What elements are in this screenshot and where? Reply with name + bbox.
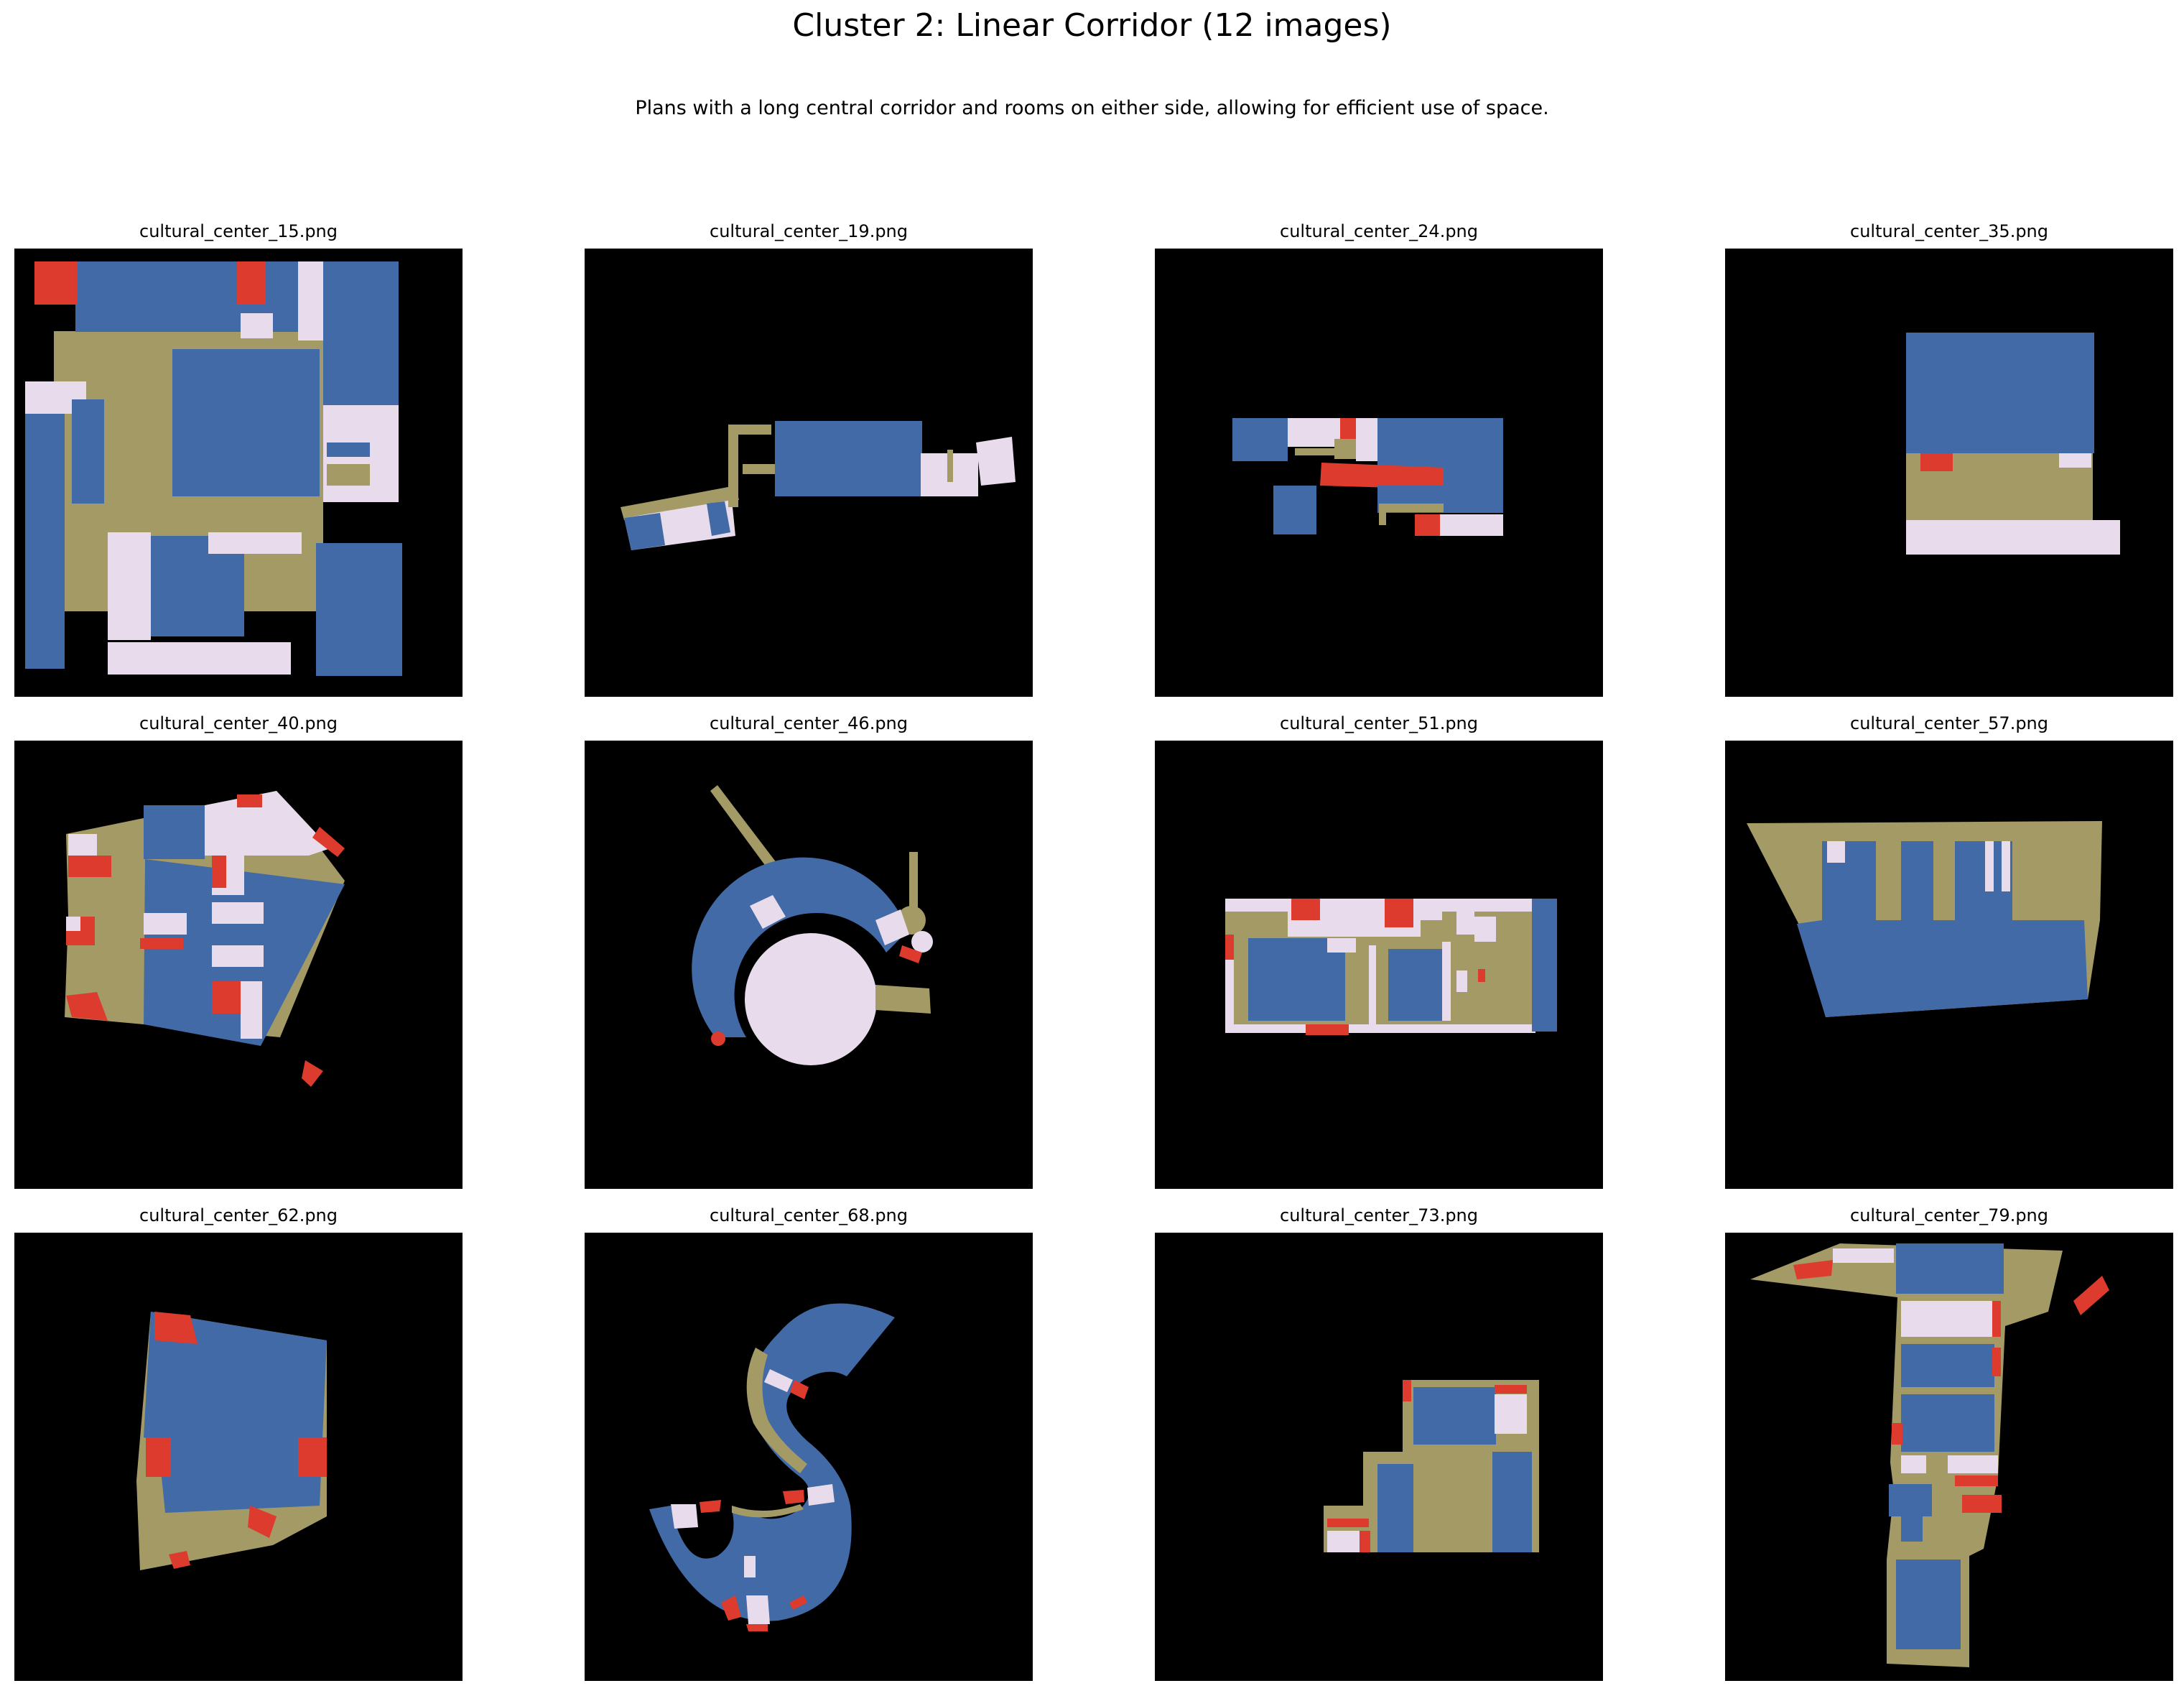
figure-title: Cluster 2: Linear Corridor (12 images) (792, 7, 1392, 44)
panel-filename: cultural_center_40.png (139, 713, 338, 733)
floor-plan-image (1725, 1233, 2173, 1681)
floor-plan-image (1155, 741, 1603, 1189)
panel-filename: cultural_center_24.png (1280, 221, 1478, 241)
floor-plan-image (14, 249, 463, 697)
panel-filename: cultural_center_73.png (1280, 1205, 1478, 1225)
panel-filename: cultural_center_79.png (1850, 1205, 2048, 1225)
floor-plan-image (1725, 741, 2173, 1189)
floor-plan-image (585, 1233, 1033, 1681)
panel-filename: cultural_center_35.png (1850, 221, 2048, 241)
floor-plan-image (585, 741, 1033, 1189)
panel-filename: cultural_center_51.png (1280, 713, 1478, 733)
panel-filename: cultural_center_15.png (139, 221, 338, 241)
panel-filename: cultural_center_62.png (139, 1205, 338, 1225)
figure-subtitle: Plans with a long central corridor and r… (635, 97, 1549, 119)
floor-plan-image (1155, 1233, 1603, 1681)
panel-filename: cultural_center_57.png (1850, 713, 2048, 733)
floor-plan-image (1725, 249, 2173, 697)
panel-filename: cultural_center_46.png (710, 713, 908, 733)
floor-plan-image (1155, 249, 1603, 697)
panel-filename: cultural_center_68.png (710, 1205, 908, 1225)
panel-filename: cultural_center_19.png (710, 221, 908, 241)
floor-plan-image (14, 1233, 463, 1681)
floor-plan-image (14, 741, 463, 1189)
floor-plan-image (585, 249, 1033, 697)
